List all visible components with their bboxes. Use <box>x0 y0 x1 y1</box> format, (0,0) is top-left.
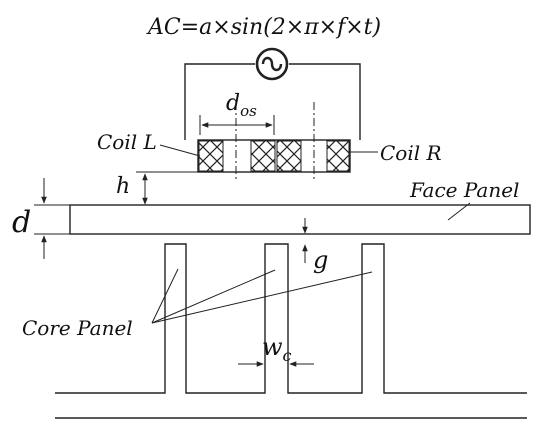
dos-label: dos <box>226 91 257 120</box>
coil-l-label: Coil L <box>97 130 157 154</box>
ac-formula: AC=a×sin(2×π×f×t) <box>146 15 381 40</box>
core-panel-leaders <box>151 268 373 324</box>
dos-dimension: dos <box>199 91 275 135</box>
d-dimension: d <box>12 178 70 259</box>
core-panel <box>55 243 527 394</box>
wc-label: wc <box>262 333 292 365</box>
wc-dimension: wc <box>238 333 314 367</box>
ac-circuit <box>184 47 361 140</box>
ac-source-icon <box>255 47 289 81</box>
h-label: h <box>116 174 130 199</box>
coil-r-winding-left <box>276 140 302 172</box>
h-dimension: h <box>116 171 200 205</box>
face-panel-label: Face Panel <box>409 178 519 202</box>
coil-assembly <box>197 102 351 182</box>
coil-r-winding-right <box>326 140 350 172</box>
face-panel <box>69 204 531 235</box>
d-label: d <box>12 205 31 240</box>
coil-l-winding-left <box>198 140 224 172</box>
face-panel-leader <box>447 202 471 221</box>
g-dimension: g <box>302 218 328 274</box>
coil-l-winding-right <box>250 140 276 172</box>
coil-r-label: Coil R <box>380 141 442 165</box>
g-label: g <box>313 246 328 274</box>
core-panel-label: Core Panel <box>22 316 133 340</box>
coil-l-leader <box>159 144 201 157</box>
